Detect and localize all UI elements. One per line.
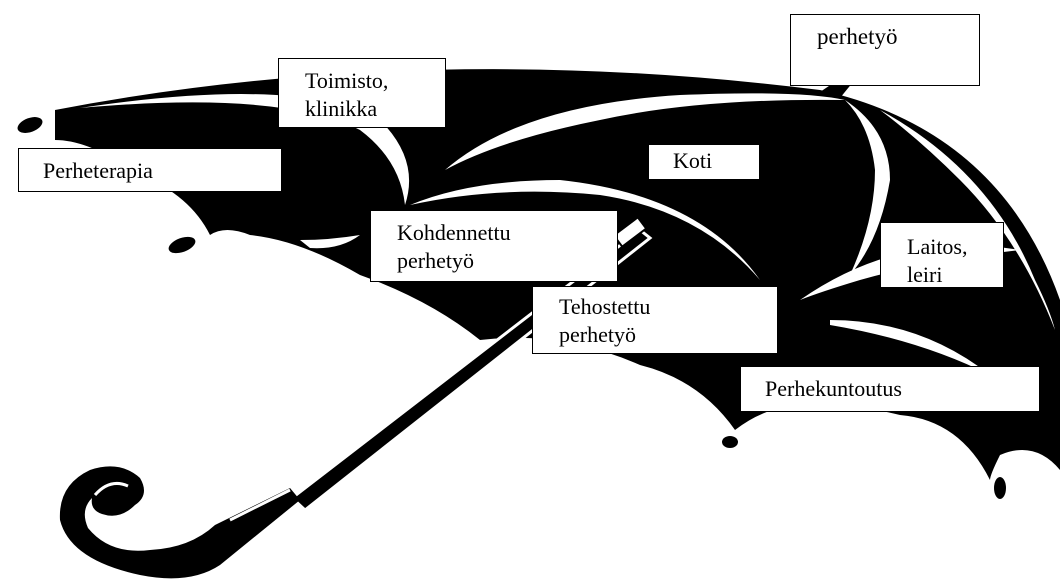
label-laitos-leiri: Laitos, leiri [880, 222, 1004, 288]
label-koti: Koti [648, 144, 760, 180]
rib-center [445, 93, 845, 170]
handle-highlight [93, 482, 129, 497]
rib-right [845, 100, 890, 275]
label-perhetyo-top: perhetyö [790, 14, 980, 86]
rib-left [80, 94, 410, 205]
label-perheterapia: Perheterapia [18, 148, 282, 192]
handle-grip-highlight [229, 488, 291, 522]
raindrop [722, 436, 738, 448]
label-toimisto-klinikka: Toimisto, klinikka [278, 58, 446, 128]
shaft-collar [612, 215, 648, 249]
raindrop [168, 236, 196, 254]
raindrop [994, 477, 1006, 499]
label-kohdennettu-perhetyo: Kohdennettu perhetyö [370, 210, 618, 282]
raindrop [17, 117, 43, 133]
rib-bottom-right [830, 320, 990, 375]
rib-bottom-left [300, 235, 360, 249]
label-tehostettu-perhetyo: Tehostettu perhetyö [532, 286, 778, 354]
umbrella-handle [59, 466, 300, 579]
label-perhekuntoutus: Perhekuntoutus [740, 366, 1040, 412]
